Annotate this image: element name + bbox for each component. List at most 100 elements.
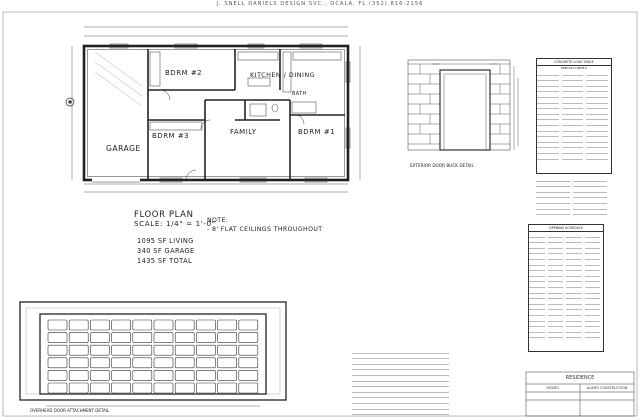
table-row xyxy=(352,393,452,399)
table-cell xyxy=(573,206,607,210)
note-text: - 8' FLAT CEILINGS THROUGHOUT xyxy=(207,226,323,233)
table-cell xyxy=(547,273,563,277)
table-cell xyxy=(547,278,563,283)
table-cell xyxy=(352,400,449,404)
door-panel xyxy=(196,370,216,381)
sheet-border xyxy=(2,11,638,417)
table-cell xyxy=(529,273,545,277)
area-living: 1095 SF LIVING xyxy=(137,237,194,245)
designer-header: J. SNELL DANIELS DESIGN SVC., OCALA, FL … xyxy=(216,1,424,7)
table-cell xyxy=(536,206,570,210)
opening-schedule-title: OPENING SCHEDULE xyxy=(529,225,603,232)
floor-plan-drawing xyxy=(65,26,361,193)
door-panel xyxy=(90,382,110,394)
table-row xyxy=(537,154,611,160)
table-cell xyxy=(547,239,563,244)
table-row xyxy=(536,182,610,188)
table-cell xyxy=(573,211,607,216)
table-cell xyxy=(566,267,582,272)
table-cell xyxy=(584,290,600,294)
table-cell xyxy=(536,183,570,188)
table-cell xyxy=(561,77,584,82)
floor-plan-scale: SCALE: 1/4" = 1'-0" xyxy=(134,219,216,228)
title-block-model: MODEL xyxy=(546,386,560,390)
table-cell xyxy=(537,133,559,138)
table-cell xyxy=(566,278,582,283)
table-cell xyxy=(547,306,563,311)
table-row xyxy=(352,365,452,371)
table-cell xyxy=(547,245,563,249)
table-cell xyxy=(352,406,449,410)
area-garage: 340 SF GARAGE xyxy=(137,247,195,255)
table-cell xyxy=(561,139,584,143)
table-cell xyxy=(586,128,609,132)
door-panel xyxy=(196,357,216,369)
table-cell xyxy=(529,334,545,339)
table-cell xyxy=(561,128,584,132)
table-cell xyxy=(537,150,559,154)
room-label-family: FAMILY xyxy=(230,128,257,136)
table-cell xyxy=(536,211,570,216)
door-panel xyxy=(68,332,89,343)
table-cell xyxy=(566,250,582,255)
table-row xyxy=(529,282,603,288)
table-cell xyxy=(584,278,600,283)
door-panel xyxy=(174,382,195,394)
table-row xyxy=(529,277,603,283)
door-buck-title: EXTERIOR DOOR BUCK DETAIL xyxy=(410,163,474,168)
table-cell xyxy=(561,122,584,126)
door-panel xyxy=(153,370,174,381)
table-cell xyxy=(584,334,600,339)
table-cell xyxy=(537,88,559,93)
door-panel xyxy=(111,319,131,331)
door-panel xyxy=(153,357,174,369)
table-cell xyxy=(352,366,449,371)
table-cell xyxy=(561,105,584,110)
table-row xyxy=(529,249,603,255)
table-cell xyxy=(584,312,600,316)
table-cell xyxy=(573,194,607,199)
door-panel xyxy=(90,370,110,381)
title-block-lines xyxy=(525,371,635,417)
table-cell xyxy=(561,100,584,104)
table-cell xyxy=(561,88,584,93)
table-cell xyxy=(547,318,563,322)
table-cell xyxy=(547,234,563,238)
table-cell xyxy=(529,256,545,260)
table-cell xyxy=(561,116,584,121)
title-block-project: RESIDENCE xyxy=(565,375,595,381)
table-row xyxy=(529,322,603,328)
table-row xyxy=(529,305,603,311)
table-cell xyxy=(566,284,582,288)
table-cell xyxy=(561,94,584,98)
table-cell xyxy=(536,178,570,182)
table-cell xyxy=(584,262,600,266)
table-cell xyxy=(566,301,582,305)
table-row xyxy=(352,404,452,410)
table-cell xyxy=(352,389,449,393)
lintel-notes-body xyxy=(536,176,610,216)
general-notes-body xyxy=(352,348,452,416)
door-panel xyxy=(174,344,195,356)
table-row xyxy=(529,266,603,272)
door-panel xyxy=(111,332,131,343)
door-panel xyxy=(111,344,131,356)
door-panel xyxy=(68,319,89,331)
table-row xyxy=(352,387,452,393)
table-cell xyxy=(586,133,609,138)
floor-plan-title: FLOOR PLAN xyxy=(134,210,194,220)
room-label-kitchen: KITCHEN / DINING xyxy=(250,71,316,79)
table-row xyxy=(352,382,452,388)
table-cell xyxy=(586,139,609,143)
door-panel xyxy=(196,332,216,343)
table-cell xyxy=(566,334,582,339)
table-row xyxy=(536,198,610,204)
lintel-table: CONCRETE LOAD TABLE PRECAST LINTELS xyxy=(536,58,612,174)
table-cell xyxy=(547,267,563,272)
table-cell xyxy=(537,105,559,110)
table-cell xyxy=(547,256,563,260)
table-row xyxy=(537,98,611,104)
door-panel xyxy=(132,319,153,331)
